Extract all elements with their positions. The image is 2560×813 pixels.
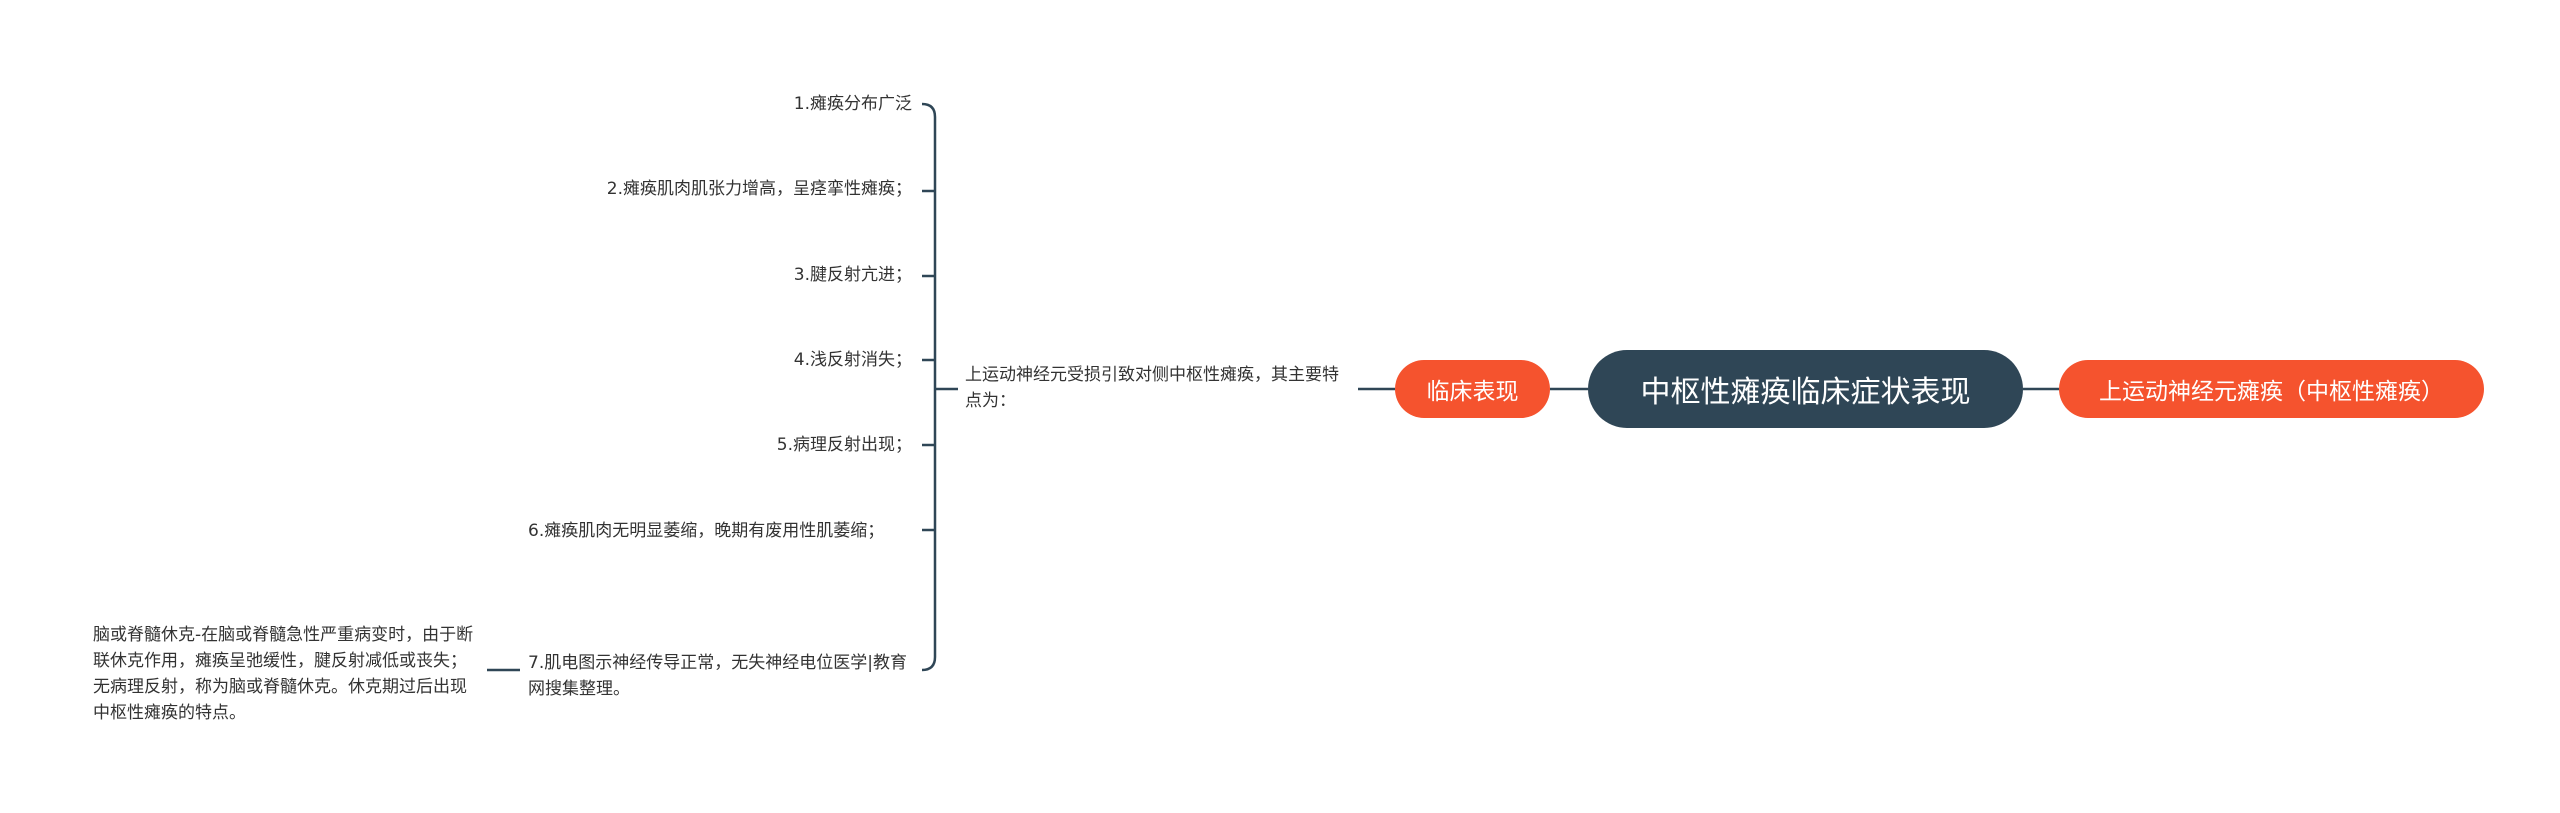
point-7[interactable]: 7.肌电图示神经传导正常，无失神经电位医学|教育网搜集整理。 xyxy=(528,653,907,699)
branch-clinical-manifestation[interactable]: 临床表现 xyxy=(1395,360,1550,418)
point-4[interactable]: 4.浅反射消失； xyxy=(793,350,912,370)
bracket-spine xyxy=(921,102,937,672)
point-2[interactable]: 2.瘫痪肌肉肌张力增高，呈痉挛性瘫痪； xyxy=(606,179,912,199)
point-5[interactable]: 5.病理反射出现； xyxy=(776,435,912,455)
point-6[interactable]: 6.瘫痪肌肉无明显萎缩，晚期有废用性肌萎缩； xyxy=(528,521,885,541)
branch-upper-motor-neuron[interactable]: 上运动神经元瘫痪（中枢性瘫痪） xyxy=(2059,360,2484,418)
point-3[interactable]: 3.腱反射亢进； xyxy=(793,265,912,285)
branch-clinical-manifestation-label: 临床表现 xyxy=(1426,379,1519,405)
branch-upper-motor-neuron-label: 上运动神经元瘫痪（中枢性瘫痪） xyxy=(2099,379,2444,405)
summary-node[interactable]: 上运动神经元受损引致对侧中枢性瘫痪，其主要特点为： xyxy=(965,365,1339,411)
note-spinal-shock[interactable]: 脑或脊髓休克-在脑或脊髓急性严重病变时，由于断联休克作用，瘫痪呈弛缓性，腱反射减… xyxy=(93,625,474,723)
central-topic[interactable]: 中枢性瘫痪临床症状表现 xyxy=(1588,350,2023,428)
point-1[interactable]: 1.瘫痪分布广泛 xyxy=(793,94,912,114)
central-topic-label: 中枢性瘫痪临床症状表现 xyxy=(1640,375,1971,410)
